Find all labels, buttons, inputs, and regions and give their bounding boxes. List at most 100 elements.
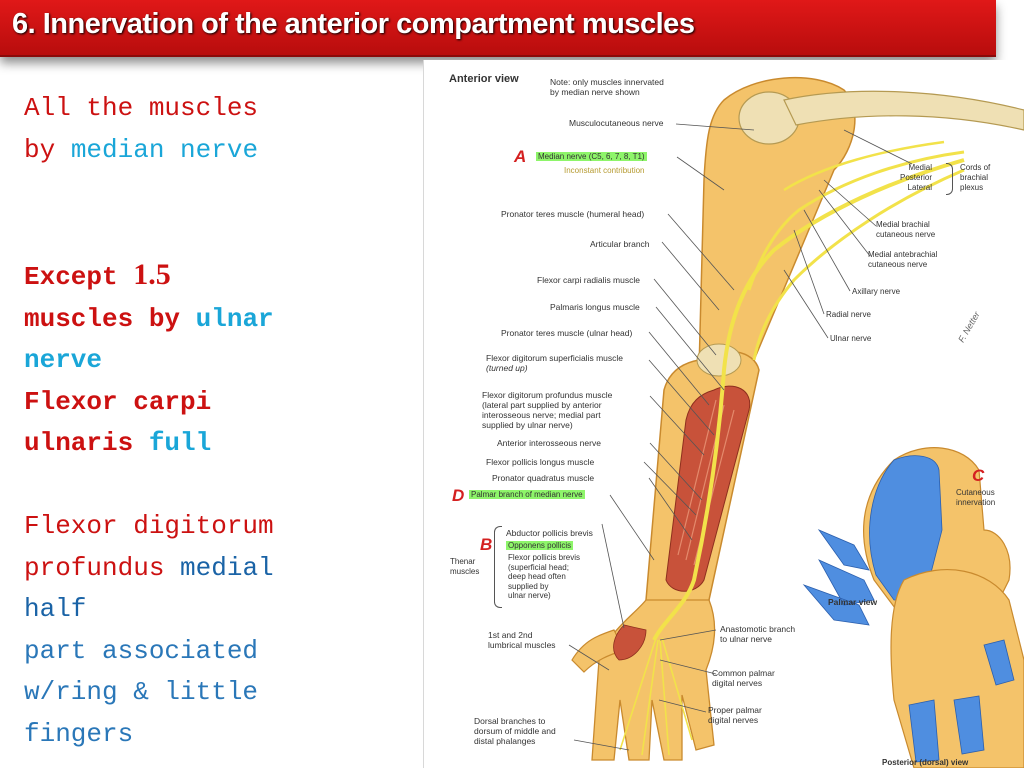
label-medial-brachial: Medial brachial cutaneous nerve <box>876 220 935 240</box>
label-proper-palmar-line: digital nerves <box>708 715 759 725</box>
label-median-nerve: Median nerve (C5, 6, 7, 8, T1) <box>536 152 647 161</box>
note-highlight: nerve <box>24 345 103 375</box>
cords-brace <box>946 163 953 195</box>
median-zone-palmar <box>869 455 943 601</box>
note-line: Except 1.5 <box>24 254 414 299</box>
note-line: Flexor carpi <box>24 382 414 424</box>
radial-nerve-path <box>747 150 965 291</box>
spacer <box>24 465 414 507</box>
arm-illustration <box>568 76 1024 768</box>
figure-note-line: Note: only muscles innervated <box>550 77 664 87</box>
figure-note: Note: only muscles innervated by median … <box>550 77 664 97</box>
label-lumbricals-line: 1st and 2nd <box>488 630 533 640</box>
note-highlight: half <box>24 594 87 624</box>
label-fdp: Flexor digitorum profundus muscle (later… <box>482 390 612 430</box>
label-fdp-line: interosseous nerve; medial part <box>482 410 601 420</box>
note-line: fingers <box>24 714 414 756</box>
figure-header: Anterior view <box>449 73 519 85</box>
letter-a: A <box>514 147 527 166</box>
note-subtext: w/ring & little <box>24 677 259 707</box>
label-cord-medial: Medial <box>908 163 933 172</box>
median-fingers-palmar <box>802 529 875 626</box>
label-proper-palmar-line: Proper palmar <box>708 705 762 715</box>
label-lumbricals-line: lumbrical muscles <box>488 640 556 650</box>
label-pronator-teres-humeral: Pronator teres muscle (humeral head) <box>501 209 645 219</box>
clavicle-shape <box>783 90 1024 131</box>
label-palmaris: Palmaris longus muscle <box>550 302 640 312</box>
label-fpb-line: ulnar nerve) <box>508 591 551 600</box>
label-opponens: Opponens pollicis <box>506 541 574 550</box>
label-dorsal: Dorsal branches to dorsum of middle and … <box>474 716 556 746</box>
note-line: part associated <box>24 631 414 673</box>
label-dorsal-line: dorsum of middle and <box>474 726 556 736</box>
label-cutaneous-line: innervation <box>956 498 996 507</box>
note-text: Flexor digitorum <box>24 511 274 541</box>
note-text: profundus <box>24 552 165 583</box>
label-common-palmar-line: Common palmar <box>712 668 775 678</box>
label-cords-line: brachial <box>960 173 989 182</box>
label-dorsal-line: Dorsal branches to <box>474 716 546 726</box>
label-fpl: Flexor pollicis longus muscle <box>486 457 595 467</box>
label-anastomotic-line: to ulnar nerve <box>720 634 772 644</box>
note-highlight: ulnar <box>195 303 274 334</box>
label-apb: Abductor pollicis brevis <box>506 528 593 538</box>
label-fdp-line: Flexor digitorum profundus muscle <box>482 390 613 400</box>
note-line: w/ring & little <box>24 672 414 714</box>
label-fds-line: (turned up) <box>486 363 528 373</box>
letter-b: B <box>480 535 493 554</box>
note-line: ulnaris full <box>24 423 414 465</box>
ulnar-nerve-path <box>752 168 965 361</box>
label-fpb-line: deep head often <box>508 572 566 581</box>
note-text: Flexor carpi <box>24 386 212 417</box>
title-bar: 6. Innervation of the anterior compartme… <box>0 0 996 57</box>
label-medial-antebrachial: Medial antebrachial cutaneous nerve <box>868 250 937 270</box>
label-palmar-view: Palmar view <box>828 597 878 607</box>
spacer <box>24 171 414 213</box>
note-highlight: median nerve <box>70 134 259 165</box>
anatomy-figure: Anterior view Note: only muscles innerva… <box>423 60 1024 768</box>
label-cords: Medial Posterior Lateral <box>900 163 932 193</box>
label-ulnar: Ulnar nerve <box>830 334 872 343</box>
note-line: half <box>24 589 414 631</box>
label-cutaneous-line: Cutaneous <box>956 488 995 497</box>
note-text: All the muscles <box>24 93 259 123</box>
note-line: muscles by ulnar <box>24 299 414 341</box>
label-medial-brachial-line: Medial brachial <box>876 220 930 229</box>
thenar-muscles-shape <box>613 624 647 661</box>
note-text: by <box>24 134 56 165</box>
note-subtext: fingers <box>24 718 134 749</box>
label-fds-line: Flexor digitorum superficialis muscle <box>486 353 623 363</box>
label-cords-line: Cords of <box>960 163 991 172</box>
digital-nerves-path <box>619 637 693 756</box>
label-medial-antebrachial-line: Medial antebrachial <box>868 250 938 259</box>
leader-lines <box>568 123 913 751</box>
note-text: ulnaris <box>24 428 134 458</box>
label-fdp-line: (lateral part supplied by anterior <box>482 400 602 410</box>
label-medial-brachial-line: cutaneous nerve <box>876 230 936 239</box>
median-zone-dorsal <box>908 639 1015 763</box>
label-fds: Flexor digitorum superficialis muscle (t… <box>486 353 623 373</box>
notes-panel: All the muscles by median nerve Except 1… <box>24 88 414 755</box>
letter-d: D <box>452 486 465 505</box>
label-radial: Radial nerve <box>826 310 871 319</box>
letter-c: C <box>972 466 985 485</box>
note-number: 1.5 <box>133 258 171 291</box>
note-text: muscles by <box>24 303 181 334</box>
note-line: profundus medial <box>24 548 414 590</box>
note-line: nerve <box>24 340 414 382</box>
label-proper-palmar: Proper palmar digital nerves <box>708 705 762 725</box>
label-cords-line: plexus <box>960 183 984 192</box>
label-lumbricals: 1st and 2nd lumbrical muscles <box>488 630 556 650</box>
label-posterior-view: Posterior (dorsal) view <box>882 758 969 767</box>
label-common-palmar-line: digital nerves <box>712 678 763 688</box>
label-cords-plexus: Cords of brachial plexus <box>960 163 990 193</box>
label-fpb-line: Flexor pollicis brevis <box>508 553 581 562</box>
label-anastomotic: Anastomotic branch to ulnar nerve <box>720 624 795 644</box>
label-fpb-line: (superficial head; <box>508 562 569 572</box>
figure-note-line: by median nerve shown <box>550 87 640 97</box>
label-palmar-branch: Palmar branch of median nerve <box>469 490 585 499</box>
label-fcr: Flexor carpi radialis muscle <box>537 275 640 285</box>
note-highlight: full <box>148 428 212 458</box>
label-cord-lateral: Lateral <box>907 183 933 192</box>
note-line: Flexor digitorum <box>24 506 414 548</box>
